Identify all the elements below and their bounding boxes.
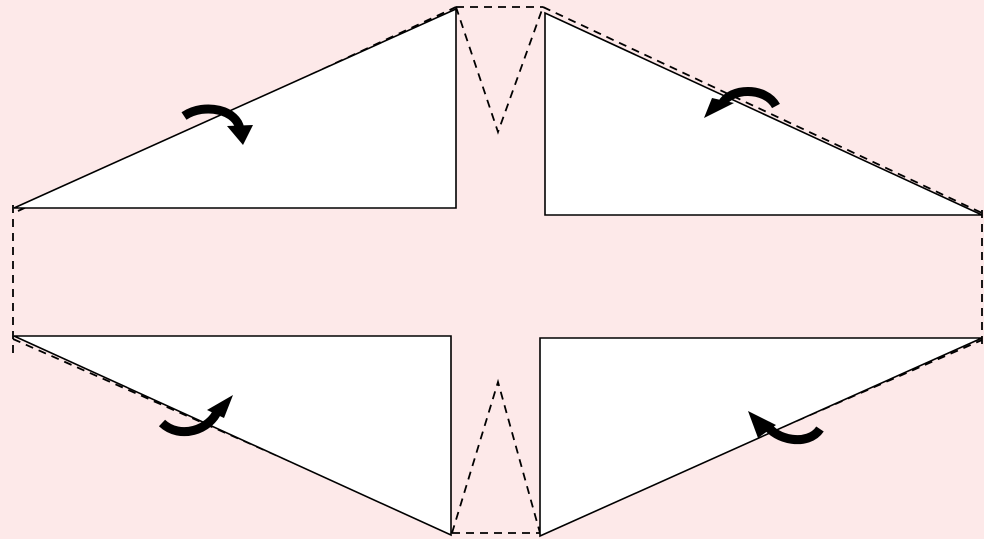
upper-left-flap: [13, 7, 457, 209]
flaps: [13, 7, 983, 538]
fold-arrow-icon: [181, 104, 253, 145]
notch-top: [455, 6, 544, 135]
fold-arrow-icon: [158, 395, 233, 437]
fold-lines: [12, 6, 983, 534]
upper-right-flap: [544, 11, 983, 216]
arrows: [158, 87, 824, 445]
fold-arrow-icon: [704, 87, 780, 118]
lower-left-flap: [13, 335, 452, 537]
notch-bottom: [451, 378, 541, 534]
lower-right-flap: [539, 337, 983, 538]
fold-arrow-icon: [748, 411, 824, 445]
fold-line-upper-right: [542, 6, 983, 214]
